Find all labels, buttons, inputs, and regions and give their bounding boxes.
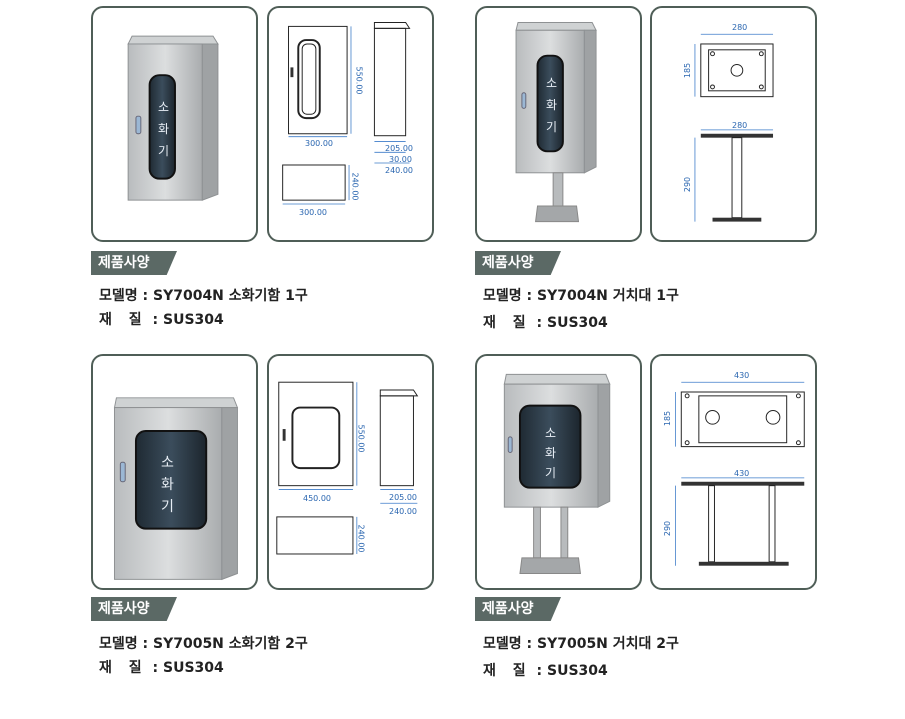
cabinet-2-drawing xyxy=(276,381,419,555)
material-label: 재 질 xyxy=(99,312,148,328)
dim-plate-width: 280 xyxy=(732,23,748,32)
material-label: 재 질 xyxy=(483,315,532,331)
photo-label-1: 소 xyxy=(546,76,558,90)
photo-label-2: 화 xyxy=(546,98,558,112)
stand-2-photo xyxy=(503,373,611,574)
product-photo-sy7005n-stand: 소 화 기 xyxy=(475,354,642,590)
dim-plate-depth: 185 xyxy=(683,62,693,79)
dim-height: 550.00 xyxy=(354,66,364,95)
photo-label-3: 기 xyxy=(546,120,558,134)
material-line-1: 재 질 : SUS304 xyxy=(99,312,224,328)
model-label: 모델명 xyxy=(99,636,138,652)
photo-label-1: 소 xyxy=(545,426,557,440)
product-photo-sy7004n-stand: 소 화 기 xyxy=(475,6,642,242)
dim-top-depth: 240.00 xyxy=(356,524,366,553)
cabinet-1-drawing xyxy=(282,22,411,205)
dim-width: 300.00 xyxy=(305,139,333,148)
photo-label-3: 기 xyxy=(161,499,174,515)
dim-plate-width: 430 xyxy=(734,371,750,380)
dim-top-depth: 240.00 xyxy=(350,172,360,201)
material-value: SUS304 xyxy=(547,315,608,331)
dim-height: 550.00 xyxy=(356,424,366,453)
dim-top-width: 280 xyxy=(732,121,748,130)
model-line-2: 모델명 : SY7004N 거치대 1구 xyxy=(483,288,679,304)
model-value: SY7004N 거치대 1구 xyxy=(537,288,679,304)
dim-top-width: 300.00 xyxy=(299,208,327,217)
dim-depth: 205.00 xyxy=(385,144,413,153)
model-value: SY7005N 거치대 2구 xyxy=(537,636,679,652)
product-photo-sy7005n-cabinet: 소 화 기 xyxy=(91,354,258,590)
section-badge-1: 제품사양 xyxy=(91,251,177,275)
material-value: SUS304 xyxy=(163,660,224,676)
photo-label-1: 소 xyxy=(161,455,174,471)
dim-height: 290 xyxy=(663,520,673,537)
material-label: 재 질 xyxy=(99,660,148,676)
material-line-3: 재 질 : SUS304 xyxy=(99,660,224,676)
section-badge-3: 제품사양 xyxy=(91,597,177,621)
drawing-sy7005n-stand: 430 185 430 290 xyxy=(650,354,817,590)
dim-height: 290 xyxy=(683,176,693,193)
stand-2-drawing xyxy=(675,381,805,566)
product-photo-sy7004n-cabinet: 소 화 기 xyxy=(91,6,258,242)
photo-label-2: 화 xyxy=(158,122,170,136)
material-line-2: 재 질 : SUS304 xyxy=(483,315,608,331)
material-line-4: 재 질 : SUS304 xyxy=(483,663,608,679)
material-value: SUS304 xyxy=(547,663,608,679)
model-label: 모델명 xyxy=(483,288,522,304)
photo-label-3: 기 xyxy=(158,144,170,158)
dim-width: 450.00 xyxy=(303,494,331,503)
photo-label-2: 화 xyxy=(545,446,557,460)
dim-lip: 30.00 xyxy=(389,155,412,164)
material-label: 재 질 xyxy=(483,663,532,679)
model-label: 모델명 xyxy=(99,288,138,304)
drawing-sy7004n-stand: 280 185 280 290 xyxy=(650,6,817,242)
dim-depth: 205.00 xyxy=(389,493,417,502)
photo-label-2: 화 xyxy=(161,477,174,493)
dim-total-depth: 240.00 xyxy=(389,507,417,516)
drawing-sy7004n-cabinet: 550.00 300.00 205.00 30.00 240.00 240.00… xyxy=(267,6,434,242)
model-line-3: 모델명 : SY7005N 소화기함 2구 xyxy=(99,636,308,652)
model-label: 모델명 xyxy=(483,636,522,652)
model-line-4: 모델명 : SY7005N 거치대 2구 xyxy=(483,636,679,652)
cabinet-1-photo xyxy=(127,35,219,201)
material-value: SUS304 xyxy=(163,312,224,328)
photo-label-3: 기 xyxy=(545,466,557,480)
photo-label-1: 소 xyxy=(158,100,170,114)
stand-1-drawing xyxy=(694,33,774,222)
section-badge-4: 제품사양 xyxy=(475,597,561,621)
dim-total-depth: 240.00 xyxy=(385,166,413,175)
section-badge-2: 제품사양 xyxy=(475,251,561,275)
dim-plate-depth: 185 xyxy=(663,410,673,427)
model-value: SY7005N 소화기함 2구 xyxy=(153,636,308,652)
model-line-1: 모델명 : SY7004N 소화기함 1구 xyxy=(99,288,308,304)
model-value: SY7004N 소화기함 1구 xyxy=(153,288,308,304)
stand-1-photo xyxy=(515,22,597,223)
drawing-sy7005n-cabinet: 550.00 450.00 205.00 240.00 240.00 xyxy=(267,354,434,590)
cabinet-2-photo xyxy=(113,397,239,581)
dim-top-width: 430 xyxy=(734,469,750,478)
